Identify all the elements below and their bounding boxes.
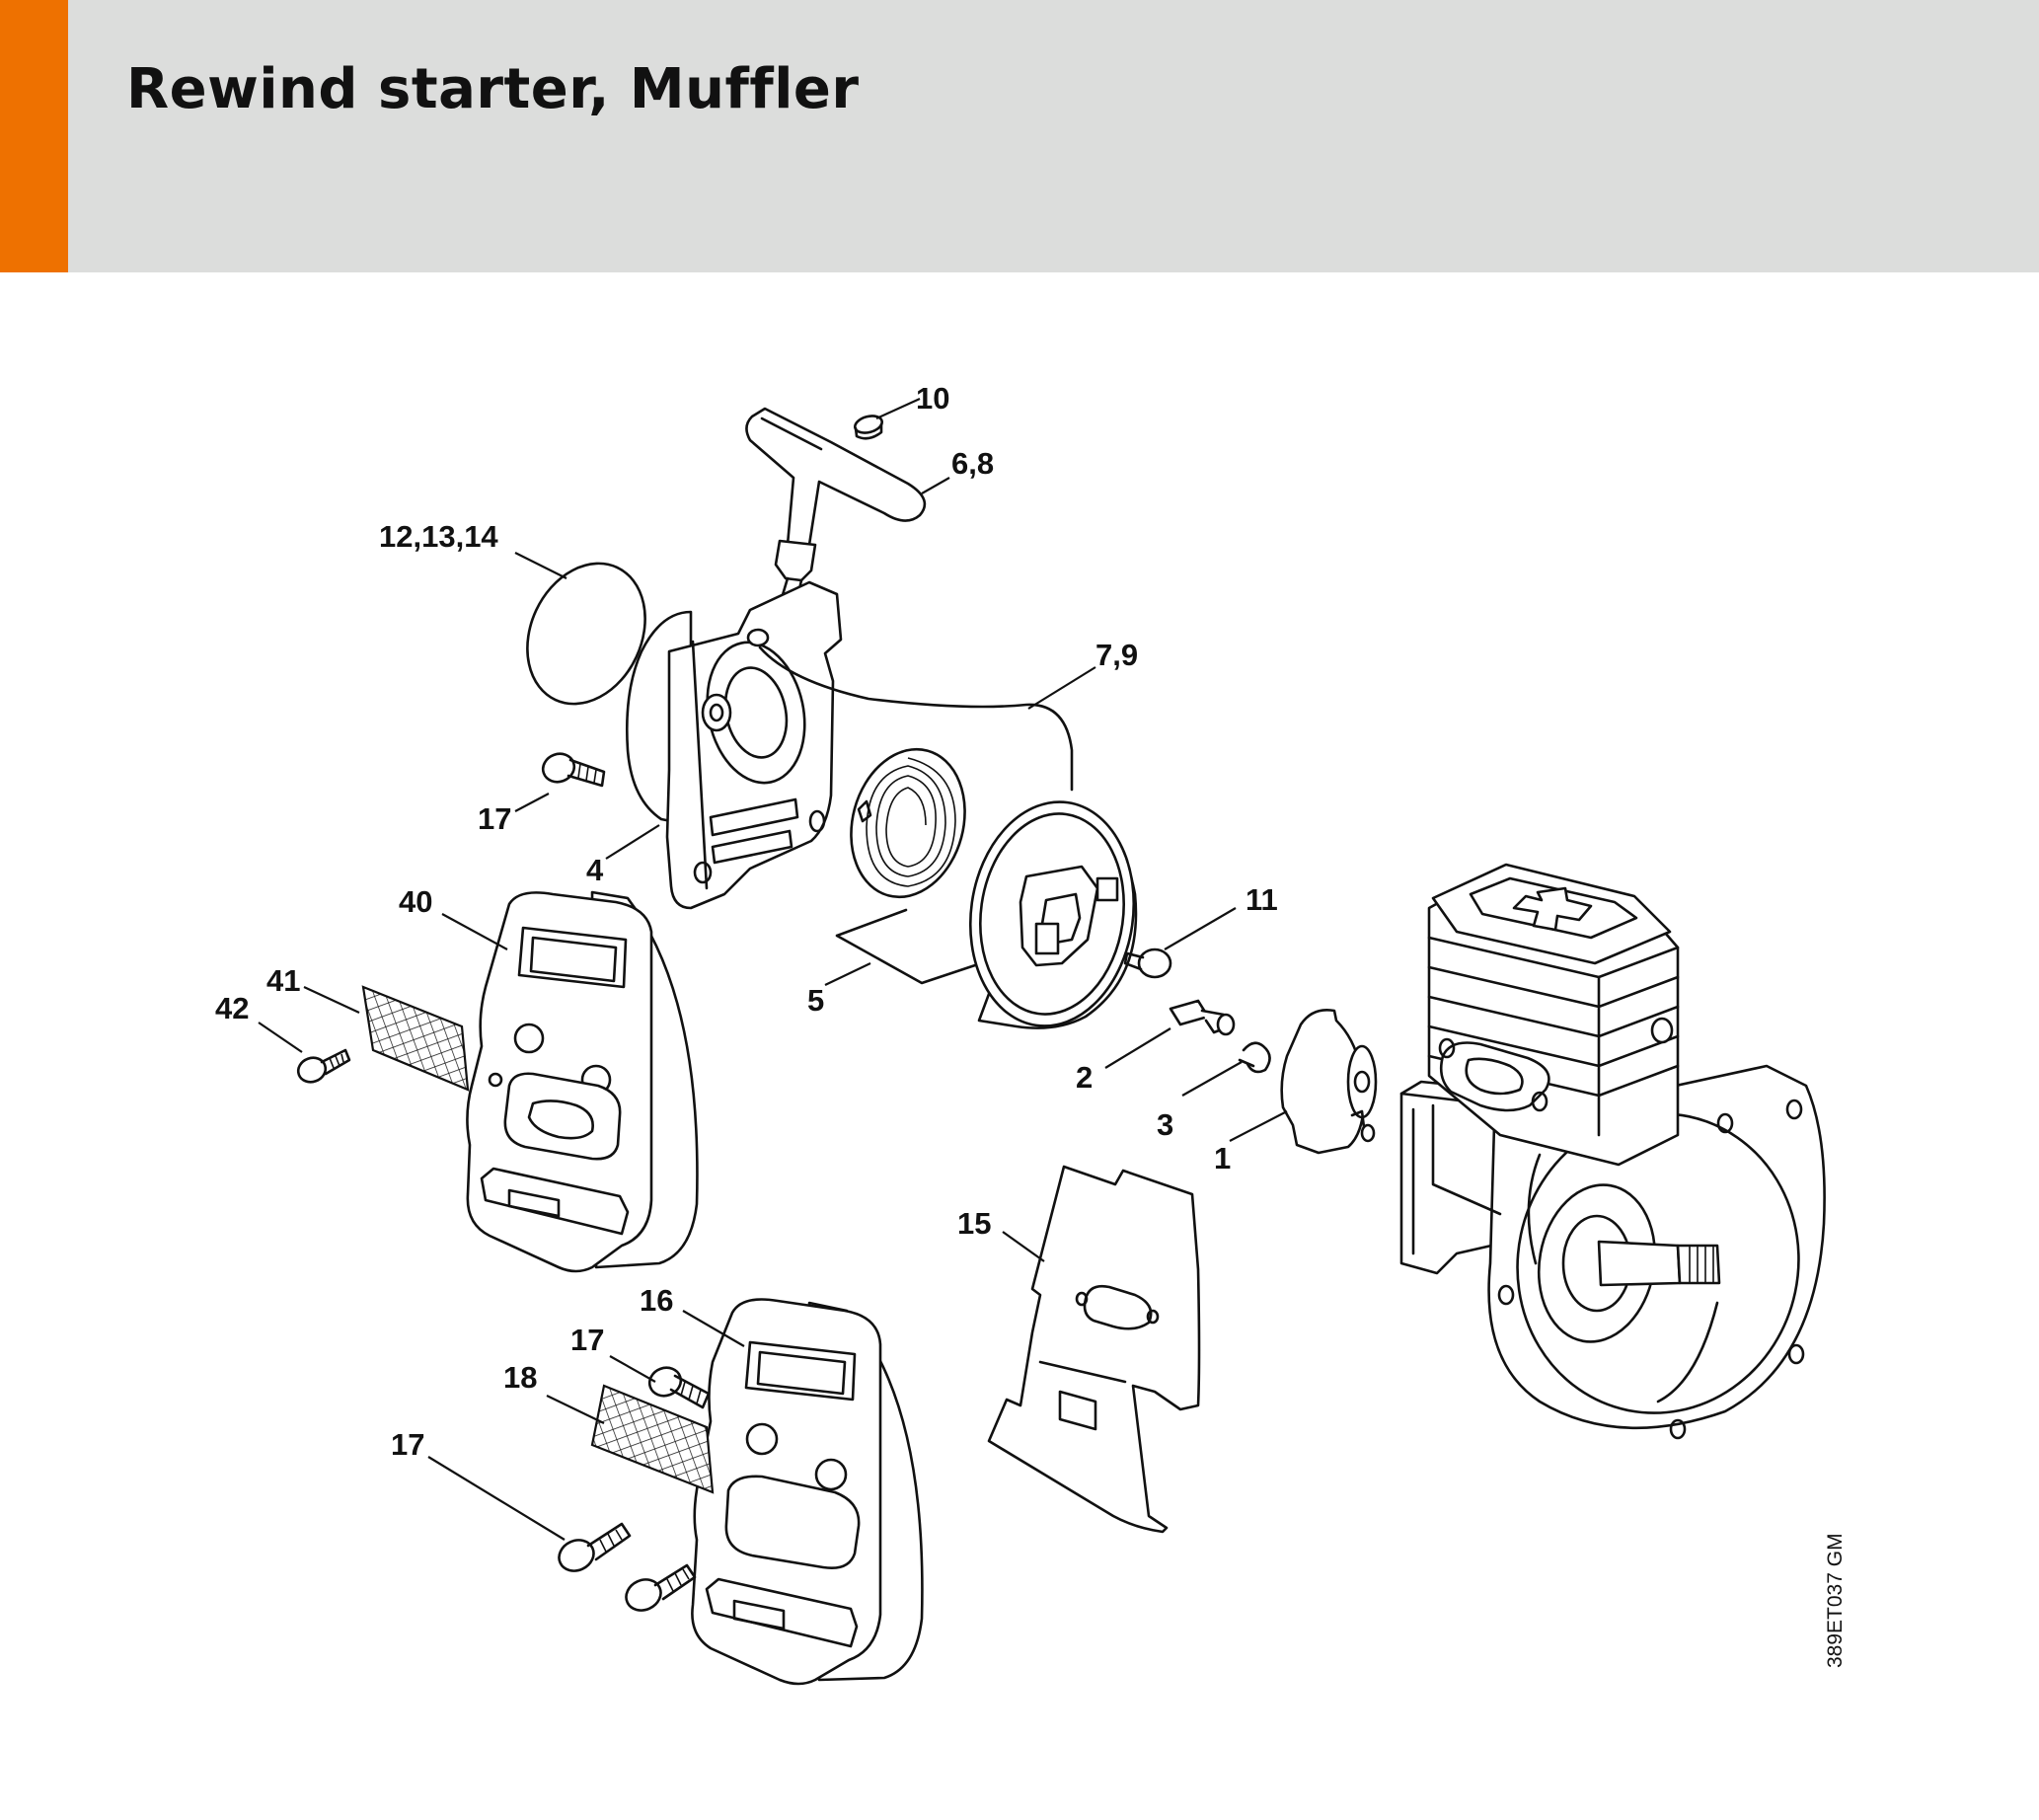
screw-17-muffler-upper xyxy=(647,1366,711,1409)
callout-3: 3 xyxy=(1157,1107,1173,1142)
screw-17-starter xyxy=(541,752,606,788)
starter-cover xyxy=(625,580,843,910)
callout-16: 16 xyxy=(640,1283,673,1318)
ignition-module xyxy=(1280,1009,1378,1155)
rewind-spring xyxy=(850,747,966,899)
callout-4: 4 xyxy=(586,853,604,887)
callout-12-13-14: 12,13,14 xyxy=(379,519,498,554)
ignition-lead-connector xyxy=(1169,999,1236,1036)
callout-18: 18 xyxy=(503,1360,537,1395)
o-ring xyxy=(526,562,646,706)
accent-bar xyxy=(0,0,68,272)
callout-42: 42 xyxy=(215,991,249,1025)
header-band: Rewind starter, Muffler xyxy=(0,0,2039,272)
callout-17-muffler-upper: 17 xyxy=(570,1323,604,1357)
callout-1: 1 xyxy=(1214,1141,1231,1175)
callout-7-9: 7,9 xyxy=(1095,638,1138,672)
callout-41: 41 xyxy=(266,963,300,998)
screw-42 xyxy=(296,1048,351,1084)
screw-17-muffler-bottom xyxy=(625,1563,697,1612)
muffler-16 xyxy=(691,1298,924,1686)
callout-15: 15 xyxy=(957,1206,991,1241)
spring-clip xyxy=(1238,1041,1271,1074)
muffler-40 xyxy=(466,890,699,1273)
spring-callout-bracket xyxy=(835,908,977,985)
engine-assembly xyxy=(1399,863,1826,1440)
callout-17-muffler-lower: 17 xyxy=(391,1427,424,1462)
callout-17-starter: 17 xyxy=(478,801,511,836)
screw-11 xyxy=(1123,948,1172,979)
spark-arrestor-screen-18 xyxy=(590,1384,715,1494)
heat-shield xyxy=(987,1165,1201,1534)
page-title: Rewind starter, Muffler xyxy=(126,57,860,121)
callout-40: 40 xyxy=(399,884,432,919)
callout-6-8: 6,8 xyxy=(951,446,994,481)
starter-rope xyxy=(758,645,1074,792)
callout-11: 11 xyxy=(1246,882,1278,917)
drawing-code: 389ET037 GM xyxy=(1824,1533,1847,1668)
callout-10: 10 xyxy=(916,381,949,416)
grip-insert xyxy=(854,415,883,440)
starter-grip xyxy=(745,407,927,600)
callout-2: 2 xyxy=(1076,1060,1093,1095)
spark-arrestor-screen-41 xyxy=(361,985,470,1092)
callout-5: 5 xyxy=(807,983,824,1018)
rope-rotor xyxy=(968,800,1138,1029)
leader-lines xyxy=(258,397,1288,1541)
screw-17-muffler-lower xyxy=(558,1522,632,1572)
